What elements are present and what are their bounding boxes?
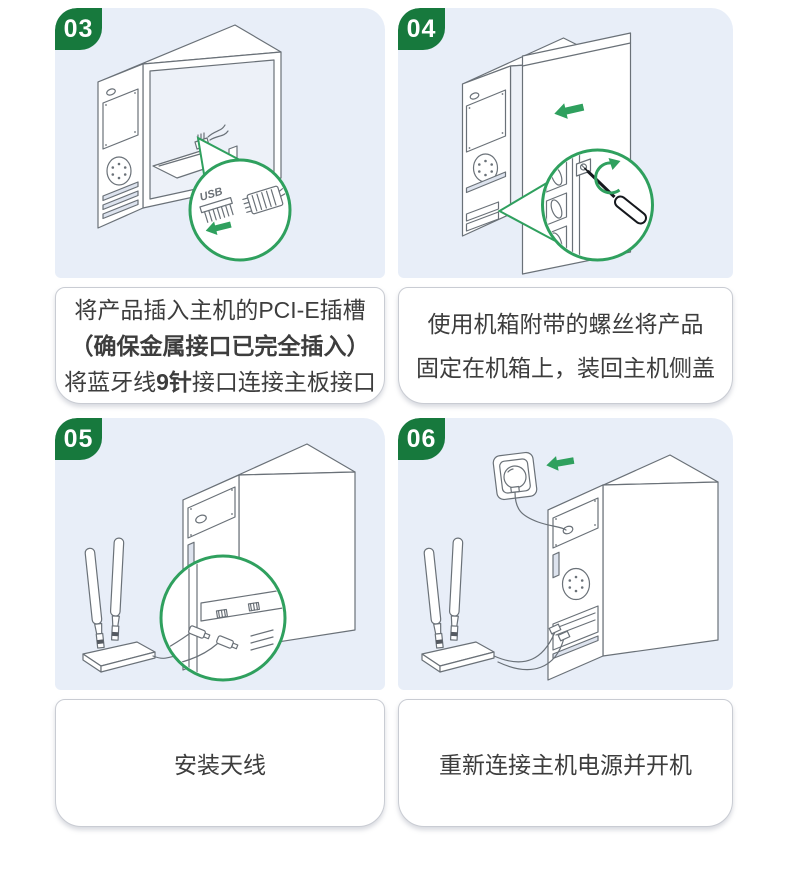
usb-connector-icon [242, 178, 288, 215]
caption-line: 重新连接主机电源并开机 [439, 752, 692, 778]
caption-line: 将蓝牙线9针接口连接主板接口 [64, 368, 376, 395]
magnifier-circle-icon [188, 158, 292, 262]
step-card-06: 06 重新连接主机电源并开机 [398, 418, 733, 827]
antenna-base-icon [421, 537, 495, 673]
step-04-caption: 使用机箱附带的螺丝将产品 固定在机箱上，装回主机侧盖 [398, 287, 733, 404]
caption-line: （确保金属接口已完全插入） [70, 332, 370, 359]
caption-line: 安装天线 [174, 752, 266, 778]
antenna-base-icon [82, 537, 176, 673]
green-arrow-icon [545, 453, 576, 473]
step-03-number-badge: 03 [55, 8, 102, 50]
step-04-number-badge: 04 [398, 8, 445, 50]
antenna-cables-icon [493, 623, 571, 671]
antenna-icon [423, 547, 444, 649]
step-06-number-badge: 06 [398, 418, 445, 460]
antenna-icon [84, 547, 105, 649]
magnifier-circle-icon [541, 148, 654, 262]
step-card-04: 04 使用机箱附带的螺丝将产品 固定在机箱上，装回主机侧盖 [398, 8, 733, 404]
computer-case-icon [547, 454, 719, 681]
step-05-number-badge: 05 [55, 418, 102, 460]
power-cable-icon [514, 491, 567, 531]
step-06-illustration-panel: 06 [398, 418, 733, 690]
step-05-illustration-panel: 05 [55, 418, 385, 690]
caption-line: 将产品插入主机的PCI-E插槽 [74, 296, 366, 323]
caption-line: 固定在机箱上，装回主机侧盖 [416, 354, 715, 381]
rotate-arrow-icon [594, 158, 621, 195]
power-reconnect-illustration [421, 451, 719, 681]
usb-header-icon [199, 196, 234, 223]
sma-connectors-icon [163, 562, 283, 678]
step-06-caption: 重新连接主机电源并开机 [398, 699, 733, 827]
caption-line: 使用机箱附带的螺丝将产品 [427, 310, 704, 337]
step-03-caption: 将产品插入主机的PCI-E插槽 （确保金属接口已完全插入） 将蓝牙线9针接口连接… [55, 287, 385, 404]
open-case-usb-header-illustration: USB [97, 24, 292, 262]
step-card-05: 05 安装天线 [55, 418, 385, 827]
step-card-03: USB 03 将产品插入主机的PCI-E插槽 （确保金属接口已完全插入） 将蓝牙… [55, 8, 385, 404]
step-05-caption: 安装天线 [55, 699, 385, 827]
antenna-icon [448, 537, 464, 641]
antenna-icon [109, 537, 125, 641]
step-04-illustration-panel: 04 [398, 8, 733, 278]
antenna-install-illustration [82, 443, 356, 682]
step-03-illustration-panel: USB 03 [55, 8, 385, 278]
power-socket-icon [492, 451, 538, 501]
case-screw-fixing-illustration [461, 32, 654, 275]
